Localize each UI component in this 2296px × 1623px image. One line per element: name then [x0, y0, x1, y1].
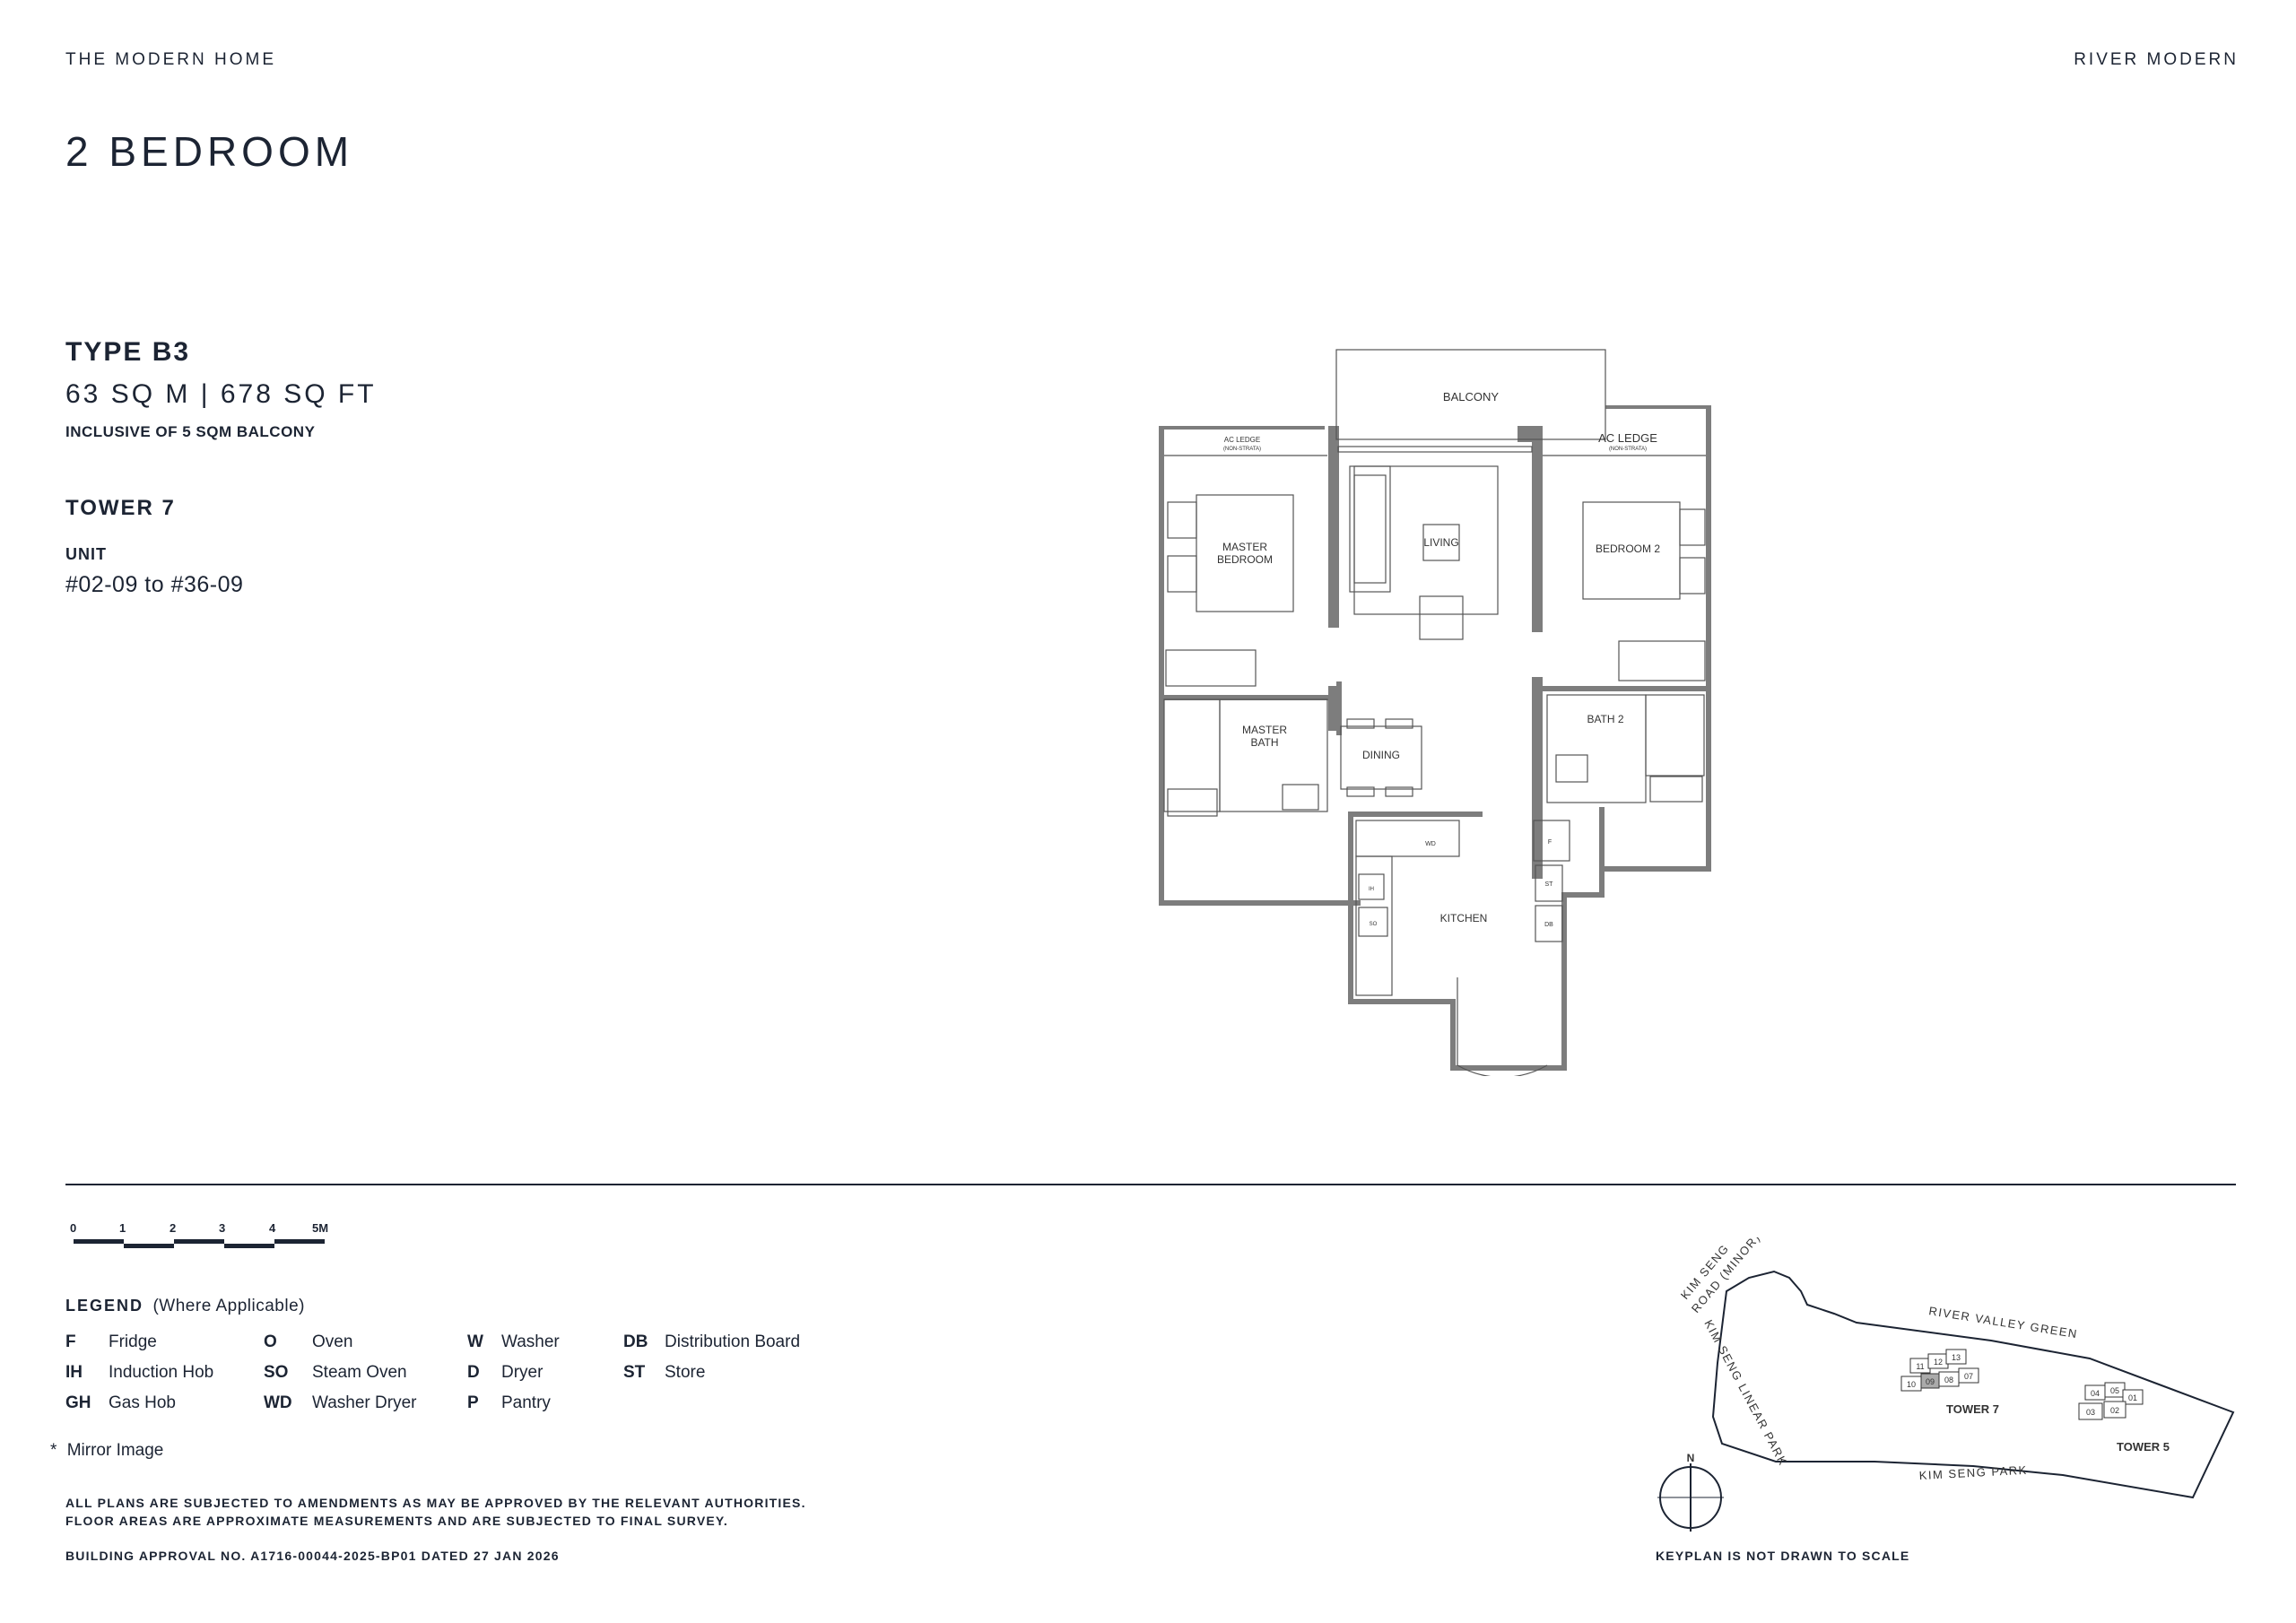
legend-code-o: O: [264, 1332, 277, 1351]
unit-label: UNIT: [65, 545, 107, 563]
legend-code-so: SO: [264, 1363, 289, 1382]
scale-tick-4: 4: [269, 1221, 276, 1235]
legend-label-o: Oven: [312, 1332, 353, 1351]
keyplan-unit-05: 05: [2110, 1386, 2119, 1395]
keyplan-unit-numbers: 11 12 13 10 09 08 07 04 05 01 03 02: [1907, 1353, 2137, 1417]
keyplan-unit-10: 10: [1907, 1380, 1916, 1389]
approval-note: BUILDING APPROVAL NO. A1716-00044-2025-B…: [65, 1549, 560, 1563]
keyplan-unit-11: 11: [1916, 1362, 1924, 1371]
legend-code-db: DB: [623, 1332, 648, 1351]
label-bath2: BATH 2: [1587, 713, 1623, 725]
keyplan-unit-12: 12: [1934, 1358, 1943, 1367]
walls: [1159, 405, 1711, 1071]
keyplan-tower7: TOWER 7: [1946, 1402, 1999, 1416]
keyplan-unit-02: 02: [2110, 1406, 2119, 1415]
divider: [65, 1184, 2236, 1185]
scale-tick-1: 1: [119, 1221, 126, 1235]
scale-tick-0: 0: [70, 1221, 77, 1235]
keyplan-tower5: TOWER 5: [2117, 1440, 2170, 1454]
label-st: ST: [1545, 881, 1554, 888]
keyplan-unit-03: 03: [2086, 1408, 2095, 1417]
label-kitchen: KITCHEN: [1440, 912, 1488, 924]
label-ac-ledge-left-sub: (NON-STRATA): [1223, 447, 1261, 452]
scale-tick-3: 3: [219, 1221, 226, 1235]
unit-area: 63 SQ M | 678 SQ FT: [65, 379, 377, 409]
keyplan-kim-seng-park: KIM SENG PARK: [1918, 1463, 2028, 1482]
tower5-shape: [2078, 1382, 2144, 1420]
legend-code-gh: GH: [65, 1393, 91, 1412]
scale-tick-5m: 5M: [312, 1221, 329, 1235]
brand-right: RIVER MODERN: [2074, 50, 2239, 69]
label-dining: DINING: [1362, 749, 1400, 761]
label-living: LIVING: [1423, 536, 1458, 549]
note-line-2: FLOOR AREAS ARE APPROXIMATE MEASUREMENTS…: [65, 1514, 728, 1528]
keyplan-unit-04: 04: [2091, 1389, 2100, 1398]
mirror-note: * Mirror Image: [50, 1441, 163, 1461]
keyplan: 11 12 13 10 09 08 07 04 05 01 03 02 TOWE…: [1657, 1237, 2235, 1532]
legend-code-ih: IH: [65, 1363, 83, 1382]
legend-label-w: Washer: [501, 1332, 560, 1351]
label-f: F: [1548, 839, 1552, 846]
legend-label-ih: Induction Hob: [109, 1363, 214, 1382]
legend-label-d: Dryer: [501, 1363, 544, 1382]
label-master-bath-1: MASTER: [1242, 724, 1287, 736]
tower-label: TOWER 7: [65, 496, 176, 520]
compass-north: N: [1687, 1452, 1695, 1464]
keyplan-unit-09: 09: [1926, 1377, 1935, 1386]
keyplan-labels: TOWER 7 TOWER 5: [1946, 1402, 2170, 1454]
page-title: 2 BEDROOM: [65, 128, 354, 175]
room-labels: BALCONY AC LEDGE (NON-STRATA) AC LEDGE (…: [1217, 390, 1660, 928]
label-ac-ledge-left: AC LEDGE: [1224, 436, 1260, 444]
brand-left: THE MODERN HOME: [65, 50, 276, 69]
unit-range: #02-09 to #36-09: [65, 572, 244, 597]
legend-title: LEGEND: [65, 1297, 144, 1315]
label-ac-ledge-right-sub: (NON-STRATA): [1609, 447, 1647, 452]
legend-code-f: F: [65, 1332, 76, 1351]
outlines: [1163, 349, 1706, 1076]
legend-label-f: Fridge: [109, 1332, 157, 1351]
scale-tick-2: 2: [170, 1221, 177, 1235]
legend-code-d: D: [467, 1363, 480, 1382]
unit-type: TYPE B3: [65, 337, 191, 367]
scale-bar: 0 1 2 3 4 5M: [70, 1218, 339, 1254]
legend-subtitle: (Where Applicable): [152, 1297, 305, 1315]
legend-code-st: ST: [623, 1363, 646, 1382]
label-wd: WD: [1425, 841, 1436, 847]
balcony-note: INCLUSIVE OF 5 SQM BALCONY: [65, 423, 316, 440]
keyplan-note: KEYPLAN IS NOT DRAWN TO SCALE: [1656, 1549, 1910, 1563]
compass-icon: N: [1657, 1452, 1724, 1532]
site-boundary: [1711, 1270, 2235, 1499]
keyplan-roads: RIVER VALLEY GREEN KIM SENG PARK KIM SEN…: [1678, 1237, 2079, 1482]
legend-code-w: W: [467, 1332, 483, 1351]
tower7-shape: [1900, 1349, 1979, 1392]
legend-label-p: Pantry: [501, 1393, 551, 1412]
legend-label-wd: Washer Dryer: [312, 1393, 417, 1412]
keyplan-unit-13: 13: [1952, 1353, 1961, 1362]
label-bedroom2: BEDROOM 2: [1596, 542, 1660, 555]
keyplan-unit-07: 07: [1964, 1372, 1973, 1381]
legend-code-wd: WD: [264, 1393, 292, 1412]
keyplan-unit-01: 01: [2128, 1393, 2137, 1402]
note-line-1: ALL PLANS ARE SUBJECTED TO AMENDMENTS AS…: [65, 1496, 806, 1510]
label-master-bath-2: BATH: [1250, 736, 1278, 749]
legend-label-so: Steam Oven: [312, 1363, 407, 1382]
keyplan-unit-08: 08: [1944, 1376, 1953, 1384]
label-balcony: BALCONY: [1443, 390, 1499, 404]
mirror-label: Mirror Image: [66, 1441, 164, 1460]
label-master-bedroom-2: BEDROOM: [1217, 553, 1273, 566]
legend-label-db: Distribution Board: [665, 1332, 801, 1351]
label-so: SO: [1370, 922, 1378, 927]
legend-header: LEGEND (Where Applicable): [65, 1297, 305, 1316]
label-ac-ledge-right: AC LEDGE: [1598, 431, 1657, 445]
legend-code-p: P: [467, 1393, 479, 1412]
label-ih: IH: [1369, 887, 1374, 892]
legend-label-gh: Gas Hob: [109, 1393, 176, 1412]
mirror-star: *: [50, 1441, 57, 1460]
floor-plan: BALCONY AC LEDGE (NON-STRATA) AC LEDGE (…: [1159, 349, 1711, 1076]
legend-label-st: Store: [665, 1363, 706, 1382]
label-db: DB: [1544, 922, 1553, 928]
label-master-bedroom-1: MASTER: [1222, 541, 1267, 553]
